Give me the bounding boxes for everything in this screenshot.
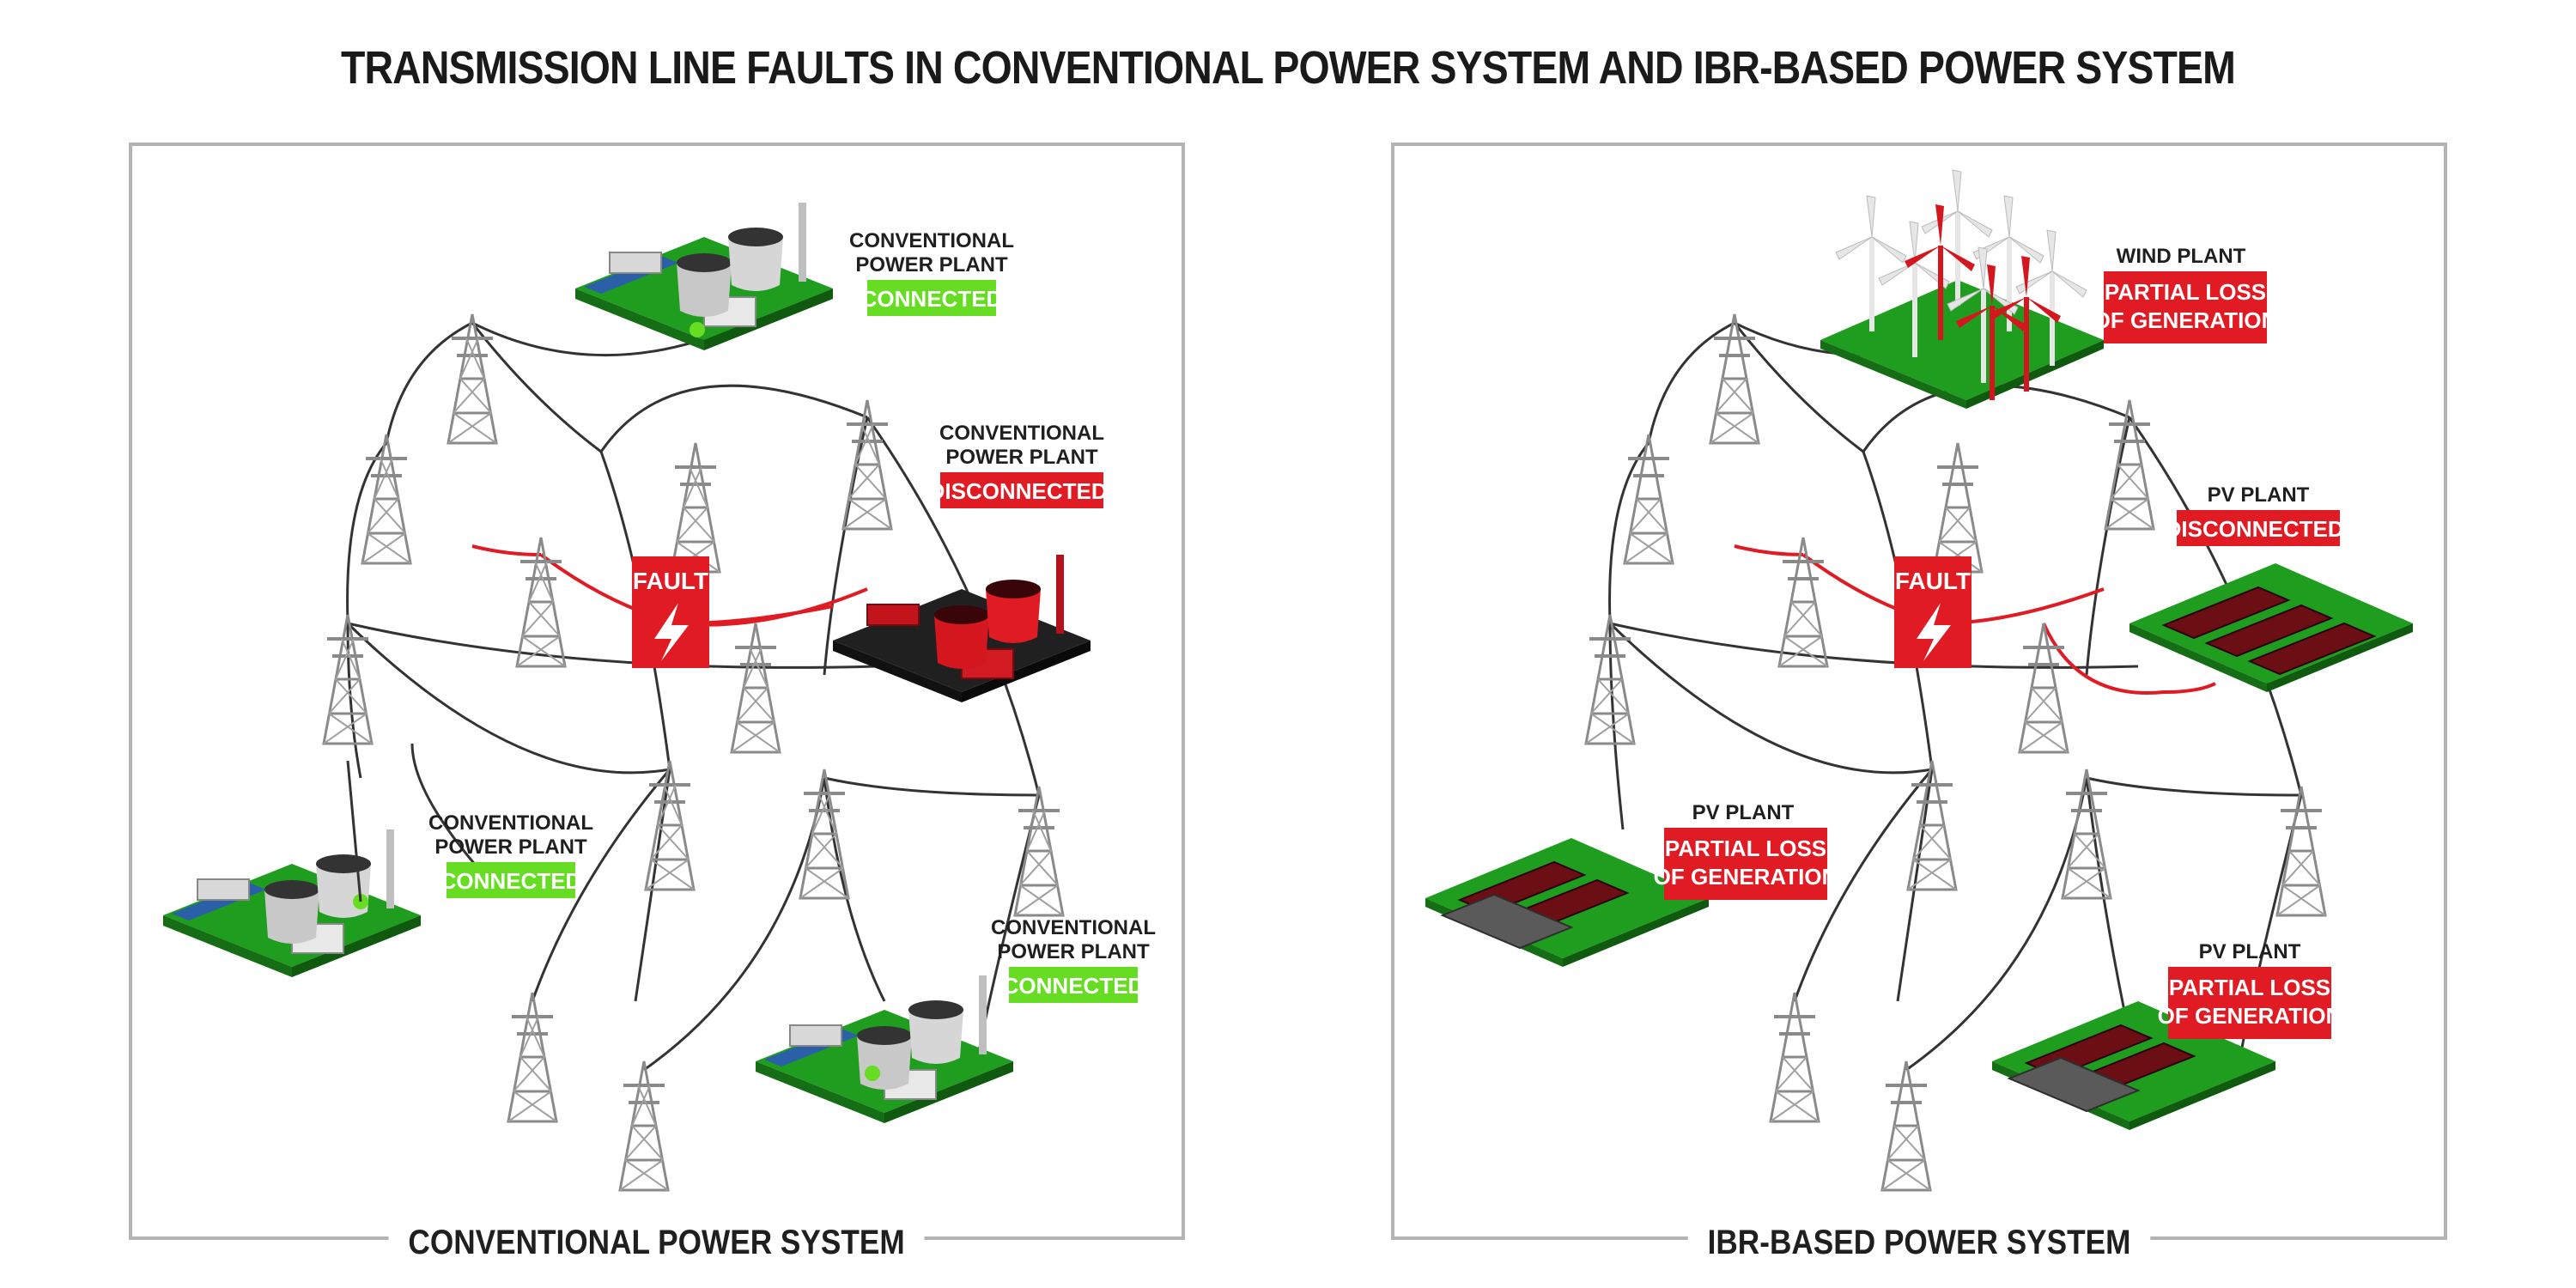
tower-icon bbox=[1880, 1060, 1932, 1192]
panel-caption: CONVENTIONAL POWER SYSTEM bbox=[129, 1224, 1185, 1262]
conventional-diagram: FAULT CONVENTIONAL POWER PLANT CONNECTED… bbox=[129, 143, 1185, 1240]
status-badge: OF GENERATION bbox=[2093, 307, 2278, 333]
tower-icon bbox=[361, 433, 412, 565]
plant-label-pv-bottom: PV PLANT PARTIAL LOSS OF GENERATION bbox=[2158, 940, 2342, 1039]
svg-text:PV PLANT: PV PLANT bbox=[2199, 940, 2301, 963]
svg-text:POWER PLANT: POWER PLANT bbox=[997, 940, 1150, 963]
svg-text:POWER PLANT: POWER PLANT bbox=[855, 253, 1008, 276]
tower-icon bbox=[1013, 785, 1065, 917]
svg-text:CONVENTIONAL: CONVENTIONAL bbox=[849, 229, 1014, 252]
ibr-panel: FAULT WIND PLANT PARTIAL LOSS OF GENERAT… bbox=[1391, 143, 2447, 1262]
fault-label: FAULT bbox=[633, 568, 708, 594]
status-badge: OF GENERATION bbox=[1654, 864, 1838, 890]
tower-icon bbox=[1777, 536, 1829, 668]
status-badge: OF GENERATION bbox=[2158, 1003, 2342, 1029]
plant-label-pv-disconnected: PV PLANT DISCONNECTED! bbox=[2166, 483, 2352, 546]
lightning-icon bbox=[654, 603, 689, 661]
status-badge: CONNECTED bbox=[861, 286, 1003, 312]
tower-icon bbox=[1932, 441, 1984, 574]
tower-icon bbox=[1623, 433, 1674, 565]
tower-icon bbox=[644, 759, 696, 891]
pv-plant-disconnected bbox=[2129, 562, 2414, 693]
tower-icon bbox=[730, 622, 781, 754]
tower-icon bbox=[1769, 991, 1820, 1123]
fault-label: FAULT bbox=[1895, 568, 1971, 594]
plant-label-2: CONVENTIONAL POWER PLANT DISCONNECTED! bbox=[929, 422, 1115, 508]
svg-text:CONVENTIONAL: CONVENTIONAL bbox=[428, 811, 593, 835]
status-badge: CONNECTED bbox=[440, 868, 582, 894]
tower-icon bbox=[670, 441, 721, 574]
tower-icon bbox=[618, 1060, 670, 1192]
svg-text:PV PLANT: PV PLANT bbox=[1692, 801, 1795, 824]
status-badge: CONNECTED bbox=[1003, 973, 1145, 999]
plant-label-3: CONVENTIONAL POWER PLANT CONNECTED bbox=[428, 811, 593, 898]
tower-icon bbox=[2061, 768, 2112, 900]
wind-plant bbox=[1820, 170, 2104, 409]
plant-label-1: CONVENTIONAL POWER PLANT CONNECTED bbox=[849, 229, 1014, 316]
conventional-power-plant-4 bbox=[755, 975, 1014, 1124]
tower-icon bbox=[2018, 622, 2069, 754]
svg-text:WIND PLANT: WIND PLANT bbox=[2117, 245, 2246, 268]
ibr-diagram: FAULT WIND PLANT PARTIAL LOSS OF GENERAT… bbox=[1391, 143, 2447, 1240]
svg-text:POWER PLANT: POWER PLANT bbox=[945, 446, 1098, 469]
tower-icon bbox=[515, 536, 567, 668]
plant-label-4: CONVENTIONAL POWER PLANT CONNECTED bbox=[991, 916, 1156, 1003]
svg-text:PV PLANT: PV PLANT bbox=[2208, 483, 2310, 507]
conventional-power-plant-3 bbox=[162, 829, 422, 978]
panel-caption: IBR-BASED POWER SYSTEM bbox=[1391, 1224, 2447, 1262]
svg-text:CONVENTIONAL: CONVENTIONAL bbox=[991, 916, 1156, 939]
status-badge: DISCONNECTED! bbox=[929, 478, 1115, 504]
tower-icon bbox=[1906, 759, 1958, 891]
fault-marker: FAULT bbox=[632, 556, 709, 668]
wind-turbine-icon bbox=[1922, 170, 1992, 306]
status-badge: PARTIAL LOSS bbox=[2105, 279, 2266, 305]
svg-text:CONVENTIONAL: CONVENTIONAL bbox=[939, 422, 1104, 445]
plant-label-wind: WIND PLANT PARTIAL LOSS OF GENERATION bbox=[2093, 245, 2278, 343]
lightning-icon bbox=[1917, 603, 1951, 661]
status-badge: PARTIAL LOSS bbox=[1665, 835, 1826, 861]
page-title: TRANSMISSION LINE FAULTS IN CONVENTIONAL… bbox=[340, 42, 2236, 94]
fault-marker: FAULT bbox=[1894, 556, 1971, 668]
status-badge: DISCONNECTED! bbox=[2166, 516, 2352, 542]
plant-label-pv-left: PV PLANT PARTIAL LOSS OF GENERATION bbox=[1654, 801, 1838, 900]
tower-icon bbox=[507, 991, 558, 1123]
svg-text:POWER PLANT: POWER PLANT bbox=[434, 835, 587, 859]
conventional-panel: FAULT CONVENTIONAL POWER PLANT CONNECTED… bbox=[129, 143, 1185, 1262]
status-badge: PARTIAL LOSS bbox=[2169, 975, 2330, 1000]
tower-icon bbox=[2275, 785, 2327, 917]
